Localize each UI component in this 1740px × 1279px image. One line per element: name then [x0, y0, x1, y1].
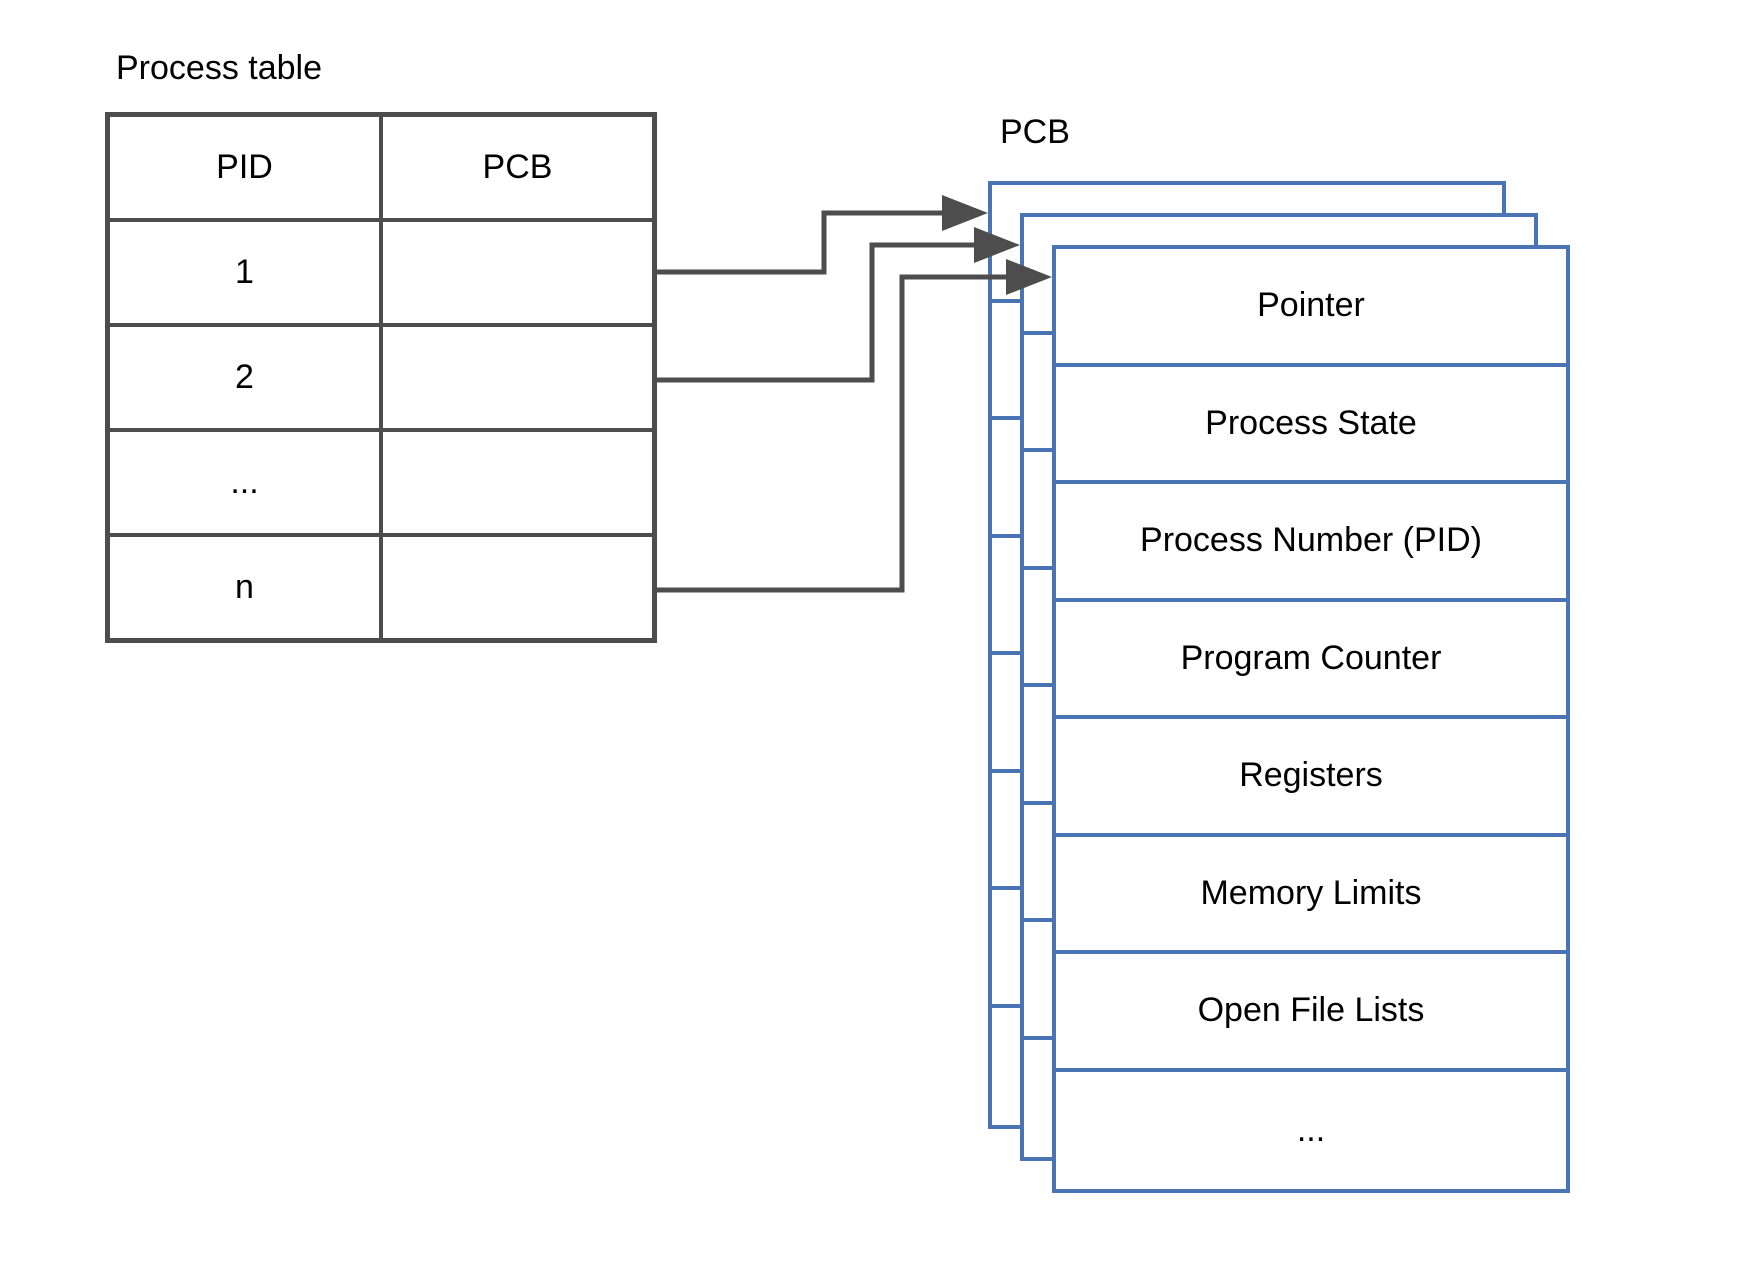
process-table: PID PCB 1 2 ... n — [105, 112, 657, 643]
process-table-rown-pcb — [381, 535, 654, 640]
arrow-row2-to-middle-layer — [657, 227, 1020, 383]
process-table-row1-pid: 1 — [108, 220, 381, 325]
pcb-stack-title: PCB — [1000, 113, 1070, 151]
arrowhead-icon — [942, 195, 988, 231]
pcb-row-process-state: Process State — [1056, 367, 1566, 484]
process-table-header-pcb: PCB — [381, 115, 654, 220]
pcb-row-process-number: Process Number (PID) — [1056, 484, 1566, 602]
process-table-row-ellipsis-pcb — [381, 430, 654, 535]
process-table-row-ellipsis-pid: ... — [108, 430, 381, 535]
pcb-row-registers: Registers — [1056, 719, 1566, 837]
pcb-layer-front: Pointer Process State Process Number (PI… — [1052, 245, 1570, 1193]
process-table-row1-pcb — [381, 220, 654, 325]
pcb-row-open-file-lists: Open File Lists — [1056, 954, 1566, 1072]
process-table-row2-pcb — [381, 325, 654, 430]
pcb-row-program-counter: Program Counter — [1056, 602, 1566, 719]
pcb-row-ellipsis: ... — [1296, 1110, 1326, 1149]
process-table-rown-pid: n — [108, 535, 381, 640]
pcb-row-pointer: Pointer — [1056, 249, 1566, 367]
arrow-row1-to-back-layer — [657, 195, 988, 275]
process-table-row2-pid: 2 — [108, 325, 381, 430]
process-table-title: Process table — [116, 49, 322, 87]
process-table-header-pid: PID — [108, 115, 381, 220]
pcb-row-memory-limits: Memory Limits — [1056, 837, 1566, 954]
